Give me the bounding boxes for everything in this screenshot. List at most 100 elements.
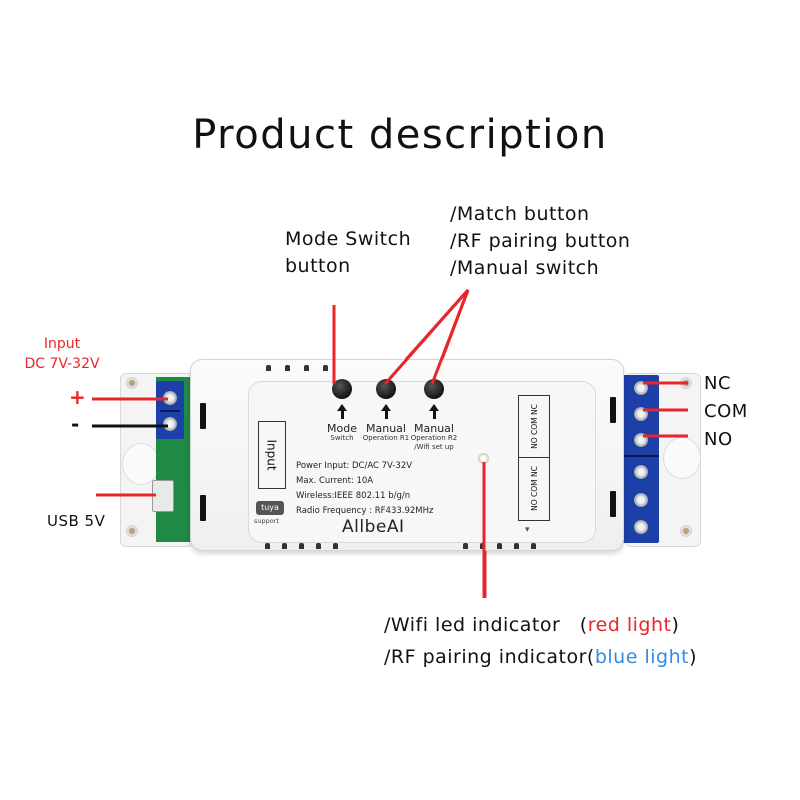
left-top-mount-hole [126,377,138,389]
relay2-label: NO COM NC [529,466,539,511]
minus-terminal-screw[interactable] [163,417,177,431]
multi-button-callout: /Match button /RF pairing button /Manual… [450,201,630,282]
manual-switch-label: /Manual switch [450,257,600,279]
wifi-led-suffix: ) [671,614,680,636]
right-flange-notch [663,437,701,479]
relay-device: Input tuya support Mode Switch Manual Op… [120,355,701,555]
relay2-label-cell: NO COM NC [519,458,549,519]
rf-indicator-suffix: ) [689,646,697,668]
spec-wireless: Wireless:IEEE 802.11 b/g/n [296,491,411,501]
side-slot [610,491,616,517]
mode-switch-button-group: Mode Switch [312,379,372,443]
plus-sign: + [69,385,86,409]
nc-label: NC [704,373,732,394]
no2-terminal-screw[interactable] [634,520,648,534]
spec-max-current: Max. Current: 10A [296,476,374,486]
relay1-label: NO COM NC [529,404,539,449]
relay1-label-cell: NO COM NC [519,396,549,458]
right-bottom-mount-hole [680,525,692,537]
input-label-box: Input [258,421,286,489]
rf-pairing-indicator-label: /RF pairing indicator(blue light) [384,641,697,673]
com-terminal-screw[interactable] [634,407,648,421]
vent [266,365,271,371]
right-top-mount-hole [680,377,692,389]
minus-sign: - [71,412,80,436]
wifi-led-indicator [478,453,489,464]
input-label: Input [265,439,280,471]
vent [514,543,519,549]
vent [323,365,328,371]
mode-switch-button[interactable] [332,379,352,399]
red-light-label: red light [587,614,672,636]
vent [304,365,309,371]
vent [531,543,536,549]
button-subtitle: Switch [330,434,354,442]
spec-radio-frequency: Radio Frequency : RF433.92MHz [296,506,434,516]
button-subtitle: Operation R1 [362,434,410,442]
relay-label-box: NO COM NC NO COM NC [518,395,550,521]
spec-list: Power Input: DC/AC 7V-32V Max. Current: … [296,459,434,519]
button-name: Mode [327,422,357,435]
left-flange-notch [122,443,160,485]
com2-terminal-screw[interactable] [634,493,648,507]
tuya-logo: tuya [256,501,284,515]
side-slot [610,397,616,423]
side-slot [200,495,206,521]
bottom-vents-left [265,543,338,549]
vent [285,365,290,371]
terminal-group-divider [623,455,659,457]
front-panel [248,381,596,543]
rf-pairing-button-label: /RF pairing button [450,230,631,252]
button-name: Manual [414,422,454,435]
blue-light-label: blue light [594,646,690,668]
input-voltage-range: DC 7V-32V [24,356,100,372]
top-vents-left [266,365,328,371]
up-arrow-icon [404,404,464,419]
mode-switch-callout-line2: button [285,255,351,277]
mode-switch-callout: Mode Switch button [285,226,411,280]
no-label: NO [704,429,733,450]
button-subtitle: Operation R2 [410,434,458,442]
page-title: Product description [192,112,608,158]
up-arrow-icon [312,404,372,419]
terminal-divider [160,410,180,412]
vent [480,543,485,549]
no-terminal-screw[interactable] [634,433,648,447]
match-button-label: /Match button [450,203,590,225]
usb-label: USB 5V [47,512,106,530]
nc2-terminal-screw[interactable] [634,465,648,479]
button-name: Manual [366,422,406,435]
spec-power-input: Power Input: DC/AC 7V-32V [296,461,413,471]
brand-label: AllbeAI [342,517,405,537]
left-bottom-mount-hole [126,525,138,537]
up-arrow-icon [356,404,416,419]
wifi-led-prefix: /Wifi led indicator ( [384,614,588,636]
vent [316,543,321,549]
wifi-led-indicator-label: /Wifi led indicator (red light) [384,609,697,641]
plus-terminal-screw[interactable] [163,391,177,405]
manual-r2-button[interactable] [424,379,444,399]
vent [282,543,287,549]
vent [333,543,338,549]
input-terminal-block [156,381,184,439]
indicator-callout: /Wifi led indicator (red light) /RF pair… [384,609,697,673]
input-voltage-label: Input [43,336,81,352]
manual-r2-button-group: Manual Operation R2 /Wifi set up [404,379,464,452]
rf-indicator-prefix: /RF pairing indicator( [384,646,595,668]
wifi-icon: ▾ [525,525,530,535]
usb-port[interactable] [152,480,174,512]
vent [463,543,468,549]
com-label: COM [704,401,748,422]
nc-terminal-screw[interactable] [634,381,648,395]
mode-switch-callout-line1: Mode Switch [285,228,412,250]
manual-r1-button[interactable] [376,379,396,399]
bottom-vents-right [463,543,536,549]
vent [299,543,304,549]
output-terminal-block [623,375,659,543]
input-voltage-callout: Input DC 7V-32V [12,334,112,374]
vent [497,543,502,549]
vent [265,543,270,549]
button-subtitle-2: /Wifi set up [414,443,454,451]
side-slot [200,403,206,429]
tuya-support-label: support [254,517,279,525]
